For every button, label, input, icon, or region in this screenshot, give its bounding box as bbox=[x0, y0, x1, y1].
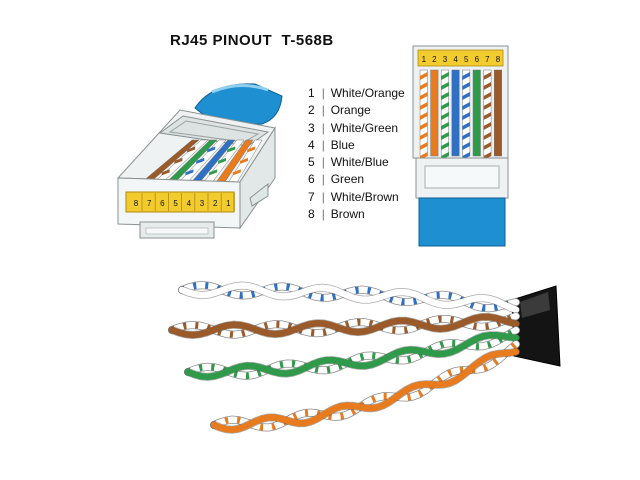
front-wire-8 bbox=[493, 69, 502, 157]
pin-legend-row-4: 4 | Blue bbox=[308, 137, 355, 152]
pin-legend-row-2: 2 | Orange bbox=[308, 103, 371, 118]
front-wire-1 bbox=[419, 69, 428, 160]
front-pin-number-4: 4 bbox=[453, 55, 458, 64]
plug-pin-number-5: 5 bbox=[173, 199, 178, 208]
front-wire-5 bbox=[462, 69, 471, 160]
pin-label-7: White/Brown bbox=[330, 189, 399, 204]
plug-side-face bbox=[239, 126, 276, 230]
plug-pin-number-7: 7 bbox=[147, 199, 152, 208]
twisted-pair-1 bbox=[178, 281, 520, 314]
twisted-pair-4 bbox=[210, 340, 520, 434]
pin-legend-row-1: 1 | White/Orange bbox=[308, 86, 405, 100]
twisted-pairs bbox=[168, 281, 520, 434]
pin-legend-row-6: 6 | Green bbox=[308, 172, 365, 187]
pin-legend: 1 | White/Orange 2 | Orange 3 | White/Gr… bbox=[308, 85, 405, 223]
front-wires bbox=[419, 69, 502, 160]
diagram-title: RJ45 PINOUT T-568B bbox=[170, 32, 334, 49]
front-pin-number-5: 5 bbox=[464, 55, 469, 64]
pin-legend-row-5: 5 | White/Blue bbox=[308, 155, 389, 170]
pin-label-3: White/Green bbox=[330, 120, 399, 135]
front-pin-number-3: 3 bbox=[443, 55, 448, 64]
twisted-pair-3 bbox=[184, 326, 520, 381]
plug-cable-highlight bbox=[211, 84, 269, 94]
pin-label-5: White/Blue bbox=[330, 155, 389, 170]
front-wire-3 bbox=[440, 69, 449, 160]
plug-cable-jacket bbox=[194, 83, 283, 125]
front-pin-number-7: 7 bbox=[485, 55, 490, 64]
pin-label-1: White/Orange bbox=[330, 86, 405, 100]
plug-pin-number-8: 8 bbox=[134, 199, 139, 208]
front-contact-strip bbox=[417, 49, 504, 67]
pin-label-8: Brown bbox=[330, 207, 365, 222]
plug-pin-number-6: 6 bbox=[160, 199, 165, 208]
pin-legend-row-7: 7 | White/Brown bbox=[308, 189, 399, 204]
front-pin-number-8: 8 bbox=[496, 55, 501, 64]
plug-pin-number-4: 4 bbox=[187, 199, 192, 208]
front-cable-jacket bbox=[418, 197, 506, 247]
pin-legend-row-3: 3 | White/Green bbox=[308, 120, 399, 135]
pin-label-6: Green bbox=[330, 172, 365, 187]
front-wire-7 bbox=[483, 69, 492, 160]
plug-pin-number-2: 2 bbox=[213, 199, 218, 208]
front-wire-4 bbox=[451, 69, 460, 157]
front-pin-number-2: 2 bbox=[432, 55, 437, 64]
front-wire-6 bbox=[472, 69, 481, 157]
twisted-pair-2 bbox=[168, 312, 520, 340]
twisted-pair-cable bbox=[168, 281, 561, 434]
front-wire-2 bbox=[430, 69, 439, 157]
front-pin-number-6: 6 bbox=[475, 55, 480, 64]
plug-wire-3 bbox=[195, 139, 245, 193]
plug-wire-5 bbox=[169, 139, 227, 193]
front-pin-number-1: 1 bbox=[422, 55, 427, 64]
plug-pin-number-3: 3 bbox=[200, 199, 205, 208]
pin-legend-row-8: 8 | Brown bbox=[308, 207, 365, 222]
pin-label-2: Orange bbox=[330, 103, 371, 118]
plug-pin-number-1: 1 bbox=[226, 199, 231, 208]
pin-label-4: Blue bbox=[330, 137, 355, 152]
